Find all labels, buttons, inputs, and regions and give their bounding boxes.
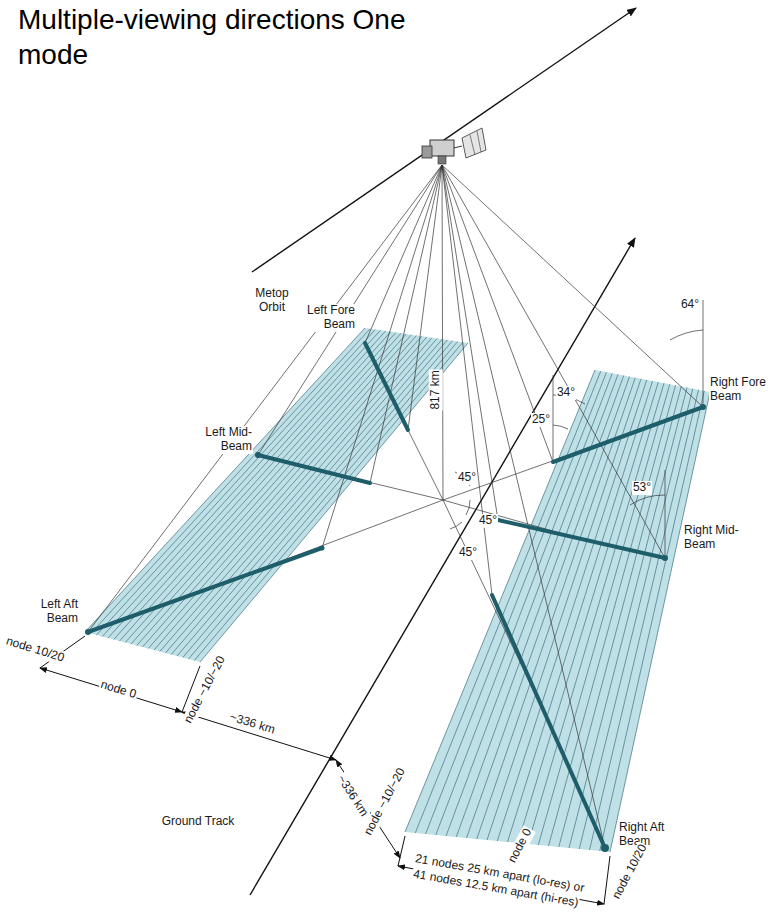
node-line xyxy=(120,333,396,642)
node-line xyxy=(538,384,670,845)
node-line xyxy=(154,337,427,650)
node-line xyxy=(183,341,453,658)
node-line xyxy=(559,387,682,848)
node-line xyxy=(528,383,664,844)
diagram-label: Metop Orbit xyxy=(246,287,298,315)
orbit-line xyxy=(252,8,636,272)
diagram-label: node −10/−20 xyxy=(361,765,409,839)
node-line xyxy=(177,340,447,656)
node-line xyxy=(194,342,463,660)
left-swath xyxy=(85,328,468,662)
beam-ends xyxy=(85,404,706,852)
diagram-label: 53° xyxy=(632,481,652,495)
diagram-label: 45° xyxy=(458,546,478,560)
node-line xyxy=(143,336,417,648)
dimension-lines xyxy=(40,636,610,904)
diagram-label: 34° xyxy=(556,386,576,400)
title: Multiple-viewing directions One mode xyxy=(18,2,408,72)
node-line xyxy=(579,389,693,849)
node-line xyxy=(436,373,613,835)
node-line xyxy=(97,330,376,636)
node-line xyxy=(125,333,401,642)
diagram-label: ~336 km xyxy=(333,772,371,820)
right-swath xyxy=(405,370,710,852)
diagram-label: node 10/20 xyxy=(609,841,650,902)
node-line xyxy=(610,392,710,852)
node-line xyxy=(171,339,442,654)
diagram-label: Ground Track xyxy=(161,815,236,829)
satellite-icon xyxy=(422,128,486,164)
node-line xyxy=(108,331,386,638)
node-line xyxy=(114,332,391,640)
diagram-label: node 0 xyxy=(97,678,138,703)
node-line xyxy=(102,330,380,636)
node-line xyxy=(148,336,421,648)
diagram-label: Right Mid-Beam xyxy=(683,524,745,552)
diagram-label: 64° xyxy=(680,298,700,312)
beam-rays xyxy=(88,165,703,848)
node-line xyxy=(590,390,699,850)
diagram-label: Left Mid-Beam xyxy=(191,426,253,454)
node-line xyxy=(549,385,676,846)
diagram-label: node 10/20 xyxy=(3,634,66,665)
diagram-label: Left Fore Beam xyxy=(304,304,356,332)
node-line xyxy=(85,328,365,632)
node-line xyxy=(200,343,468,662)
diagram-label: Right Fore Beam xyxy=(709,376,771,404)
swath-nodes xyxy=(85,328,710,852)
node-line xyxy=(467,377,630,838)
node-line xyxy=(446,374,618,836)
diagram-label: 25° xyxy=(531,413,551,427)
diagram-label: Left Aft Beam xyxy=(37,598,79,626)
diagram-label: 45° xyxy=(478,514,498,528)
node-line xyxy=(166,339,438,654)
node-line xyxy=(569,388,687,848)
diagram-label: 45° xyxy=(457,471,477,485)
node-line xyxy=(600,391,705,851)
diagram-label: node −10/−20 xyxy=(181,653,229,727)
node-line xyxy=(131,334,406,644)
node-line xyxy=(189,342,458,660)
node-line xyxy=(91,329,370,634)
node-line xyxy=(477,378,636,839)
node-line xyxy=(160,338,432,652)
beams xyxy=(88,343,703,848)
diagram-label: 817 km xyxy=(429,369,443,410)
